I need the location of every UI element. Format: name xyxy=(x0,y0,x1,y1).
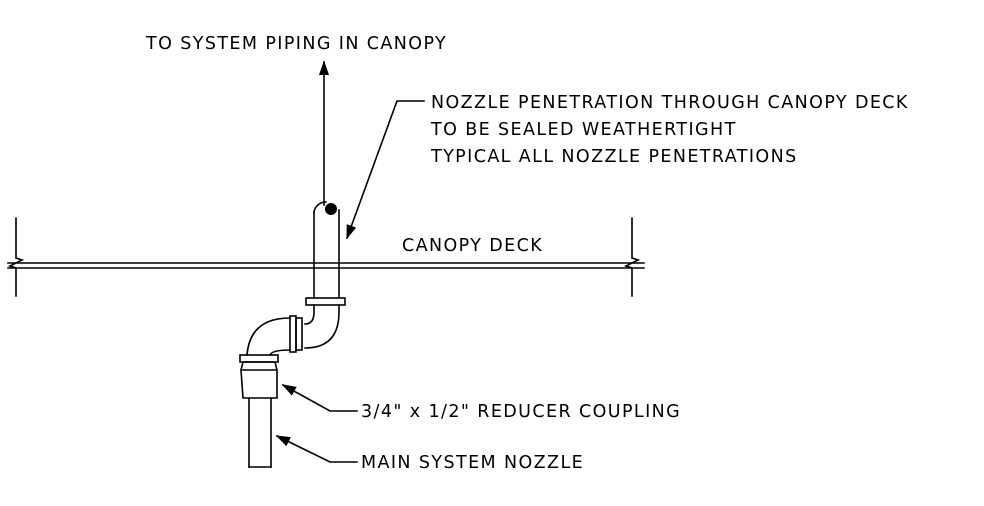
penetration-leader xyxy=(345,100,425,240)
deck-break-right xyxy=(623,217,641,297)
label-to-system-piping: TO SYSTEM PIPING IN CANOPY xyxy=(145,34,447,54)
label-canopy-deck: CANOPY DECK xyxy=(402,236,543,256)
upper-fitting-band xyxy=(305,297,346,306)
label-penetration-line1: NOZZLE PENETRATION THROUGH CANOPY DECK xyxy=(431,93,909,113)
lower-coupling-band xyxy=(239,354,279,363)
reducer-leader xyxy=(281,383,358,412)
pipe-elbow xyxy=(246,304,340,357)
main-nozzle-pipe xyxy=(248,397,272,468)
label-reducer-coupling: 3/4" x 1/2" REDUCER COUPLING xyxy=(361,402,681,422)
label-main-system-nozzle: MAIN SYSTEM NOZZLE xyxy=(361,453,584,473)
nozzle-leader xyxy=(275,434,358,463)
pipe-plug-dot xyxy=(325,203,337,215)
reducer-coupling xyxy=(240,361,278,399)
canopy-deck xyxy=(7,262,645,269)
label-penetration-line3: TYPICAL ALL NOZZLE PENETRATIONS xyxy=(430,147,798,167)
label-penetration-line2: TO BE SEALED WEATHERTIGHT xyxy=(430,120,737,140)
vertical-pipe xyxy=(313,201,340,299)
deck-break-left xyxy=(7,217,25,297)
